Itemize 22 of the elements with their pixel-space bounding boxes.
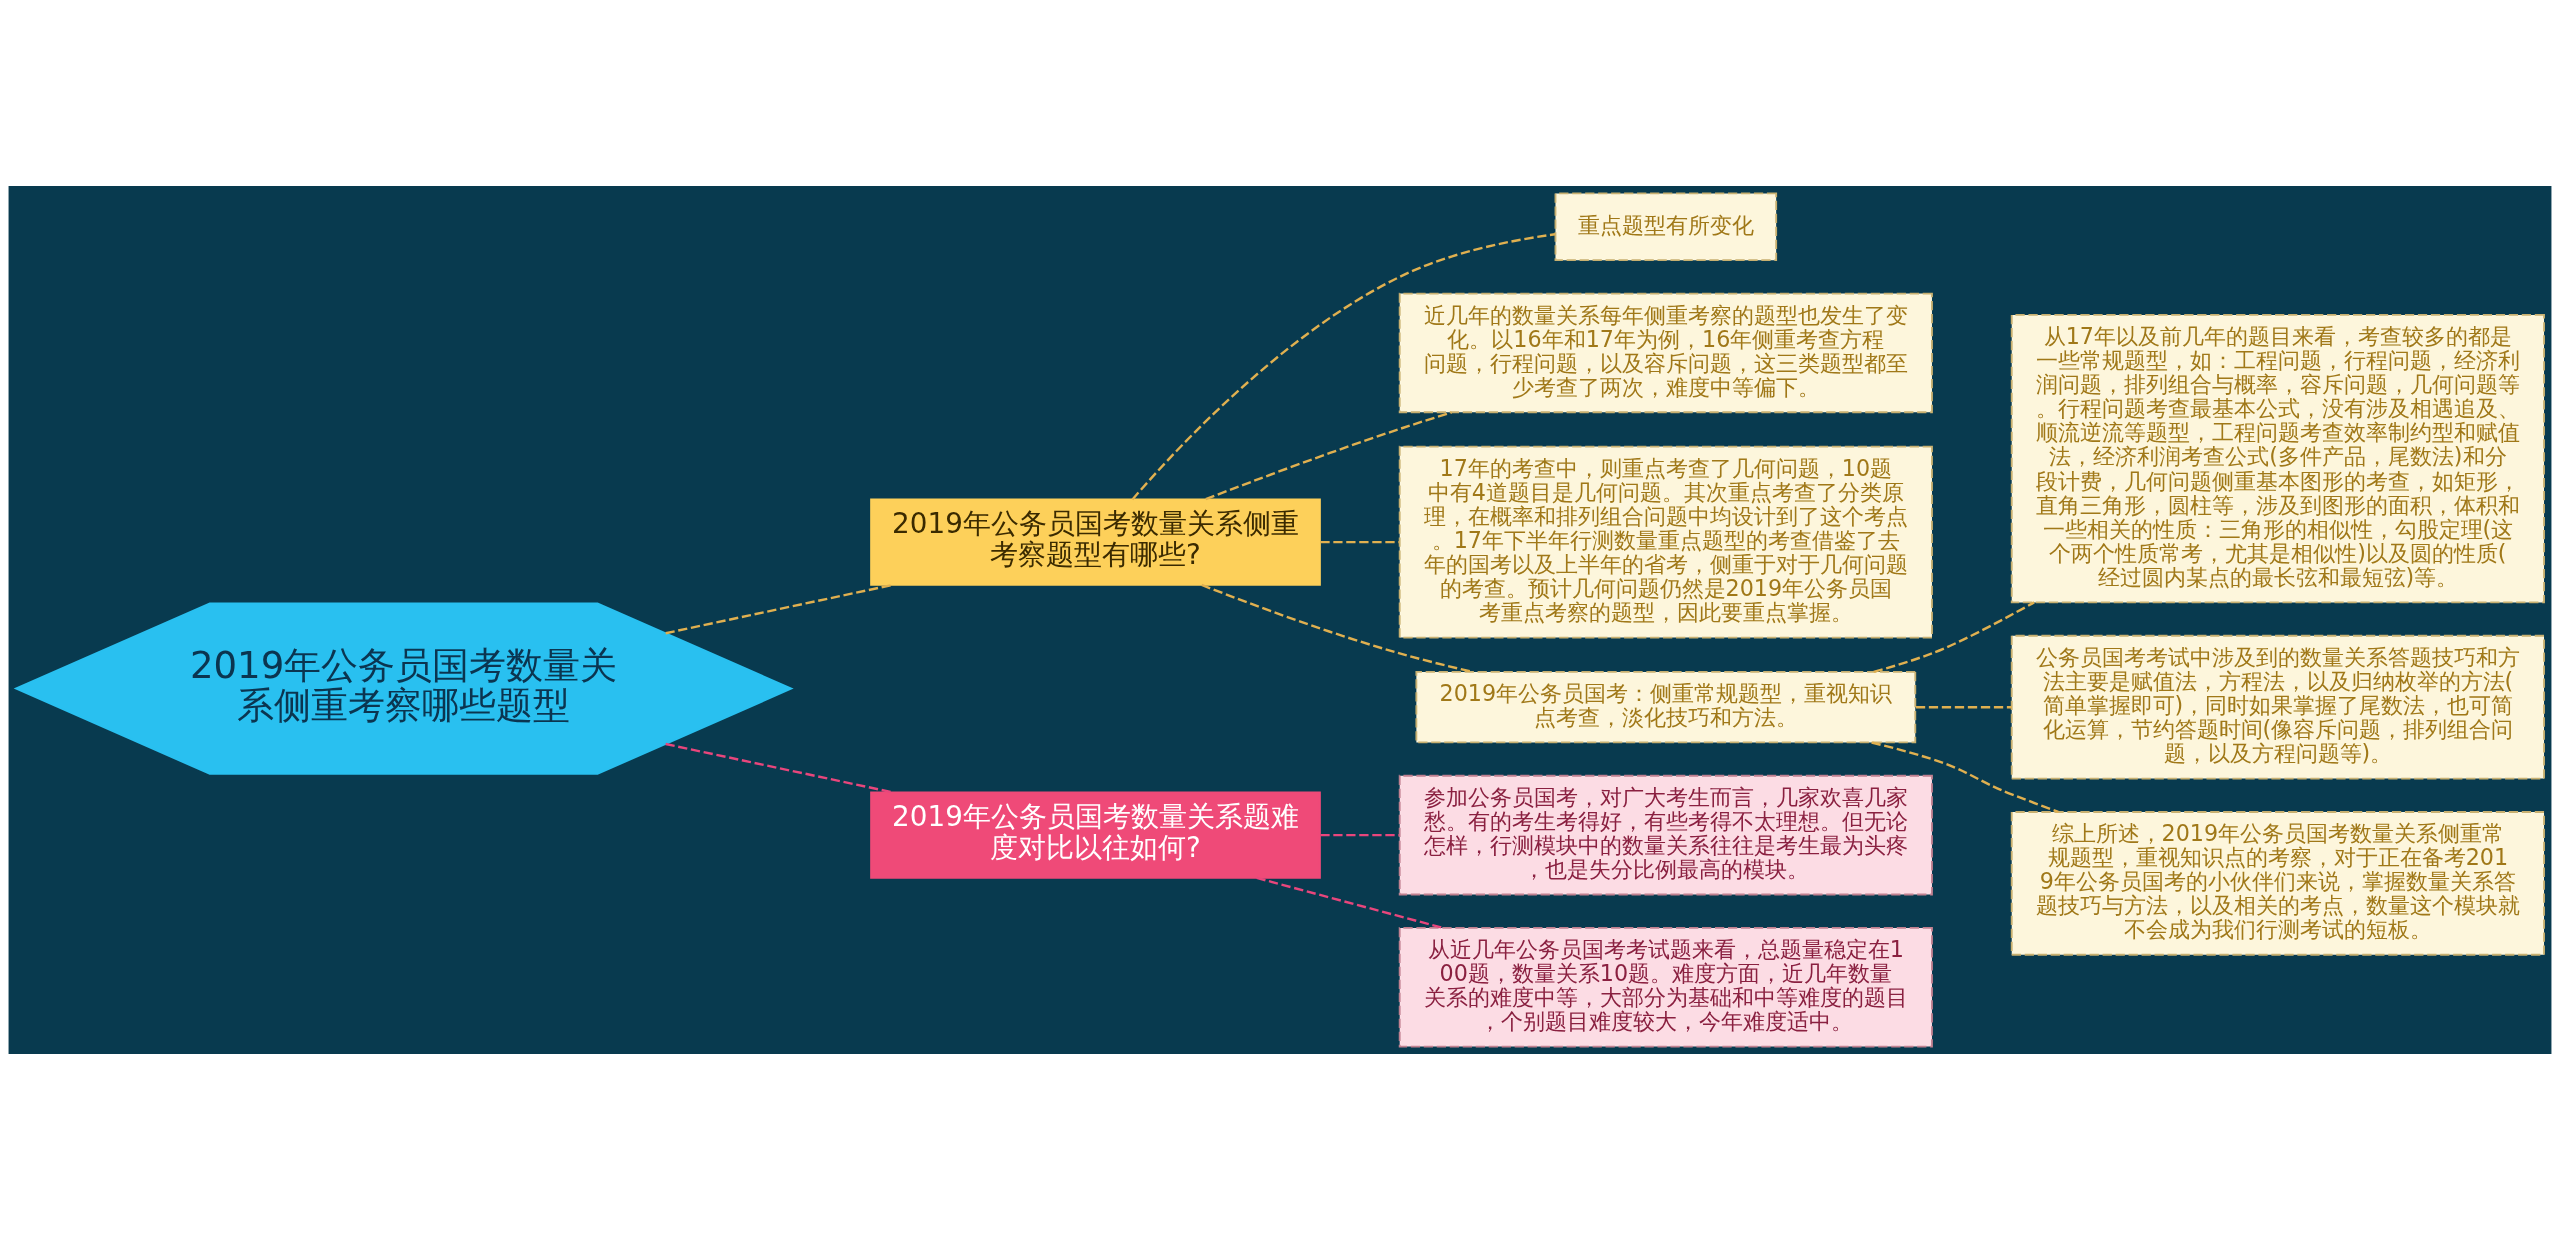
connector bbox=[1320, 833, 1400, 837]
connector bbox=[665, 742, 894, 794]
connector bbox=[1871, 741, 2059, 813]
node-box: 2019年公务员国考数量关系题难度对比以往如何? bbox=[870, 791, 1321, 879]
connector bbox=[1256, 876, 1443, 929]
connector bbox=[665, 583, 894, 635]
node-box: 2019年公务员国考：侧重常规题型，重视知识点考查，淡化技巧和方法。 bbox=[1415, 671, 1917, 744]
connector bbox=[1320, 540, 1400, 544]
connector bbox=[1873, 601, 2035, 674]
connector bbox=[1205, 411, 1452, 501]
node-box: 从近几年公务员国考考试题来看，总题量稳定在100题，数量关系10题。难度方面，近几年数量关系的难度中等，大部分为基础和中等难度的题目，个别题目难度较大，今年难度适中。 bbox=[1398, 926, 1933, 1048]
connector bbox=[1201, 583, 1473, 673]
node-box: 公务员国考考试中涉及到的数量关系答题技巧和方法主要是赋值法，方程法，以及归纳枚举的方法(简单掌握即可)，同时如果掌握了尾数法，也可简化运算，节约答题时间(像容斥问题，排列组合问题，以及方程问题等)。 bbox=[2010, 634, 2545, 780]
node-box: 重点题型有所变化 bbox=[1554, 192, 1778, 262]
node-box: 17年的考查中，则重点考查了几何问题，10题中有4道题目是几何问题。其次重点考查了分类原理，在概率和排列组合问题中均设计到了这个考点。17年下半年行测数量重点题型的考查借鉴了去年的国考以及上半年的省考，侧重于对于几何问题的考查。预计几何问题仍然是2019年公务员国考重点考察的题型，因此要重点掌握。 bbox=[1398, 445, 1933, 639]
node-box: 综上所述，2019年公务员国考数量关系侧重常规题型，重视知识点的考察，对于正在备考2019年公务员国考的小伙伴们来说，掌握数量关系答题技巧与方法，以及相关的考点，数量这个模块就不会成为我们行测考试的短板。 bbox=[2010, 811, 2545, 956]
connector bbox=[1131, 233, 1556, 501]
node-box: 2019年公务员国考数量关系侧重考察题型有哪些? bbox=[870, 498, 1321, 586]
connector bbox=[1916, 705, 2012, 709]
node-box: 近几年的数量关系每年侧重考察的题型也发生了变化。以16年和17年为例，16年侧重考查方程问题，行程问题，以及容斥问题，这三类题型都至少考查了两次，难度中等偏下。 bbox=[1398, 292, 1933, 414]
node-box: 参加公务员国考，对广大考生而言，几家欢喜几家愁。有的考生考得好，有些考得不太理想。但无论怎样，行测模块中的数量关系往往是考生最为头疼，也是失分比例最高的模块。 bbox=[1398, 774, 1933, 896]
node-box: 从17年以及前几年的题目来看，考查较多的都是一些常规题型，如：工程问题，行程问题，经济利润问题，排列组合与概率，容斥问题，几何问题等。行程问题考查最基本公式，没有涉及相遇追及、顺流逆流等题型，工程问题考查效率制约型和赋值法，经济利润考查公式(多件产品，尾数法)和分段计费，几何问题侧重基本图形的考查，如矩形，直角三角形，圆柱等，涉及到图形的面积，体积和一些相关的性质：三角形的相似性，勾股定理(这个两个性质常考，尤其是相似性)以及圆的性质(经过圆内某点的最长弦和最短弦)等。 bbox=[2010, 313, 2545, 604]
